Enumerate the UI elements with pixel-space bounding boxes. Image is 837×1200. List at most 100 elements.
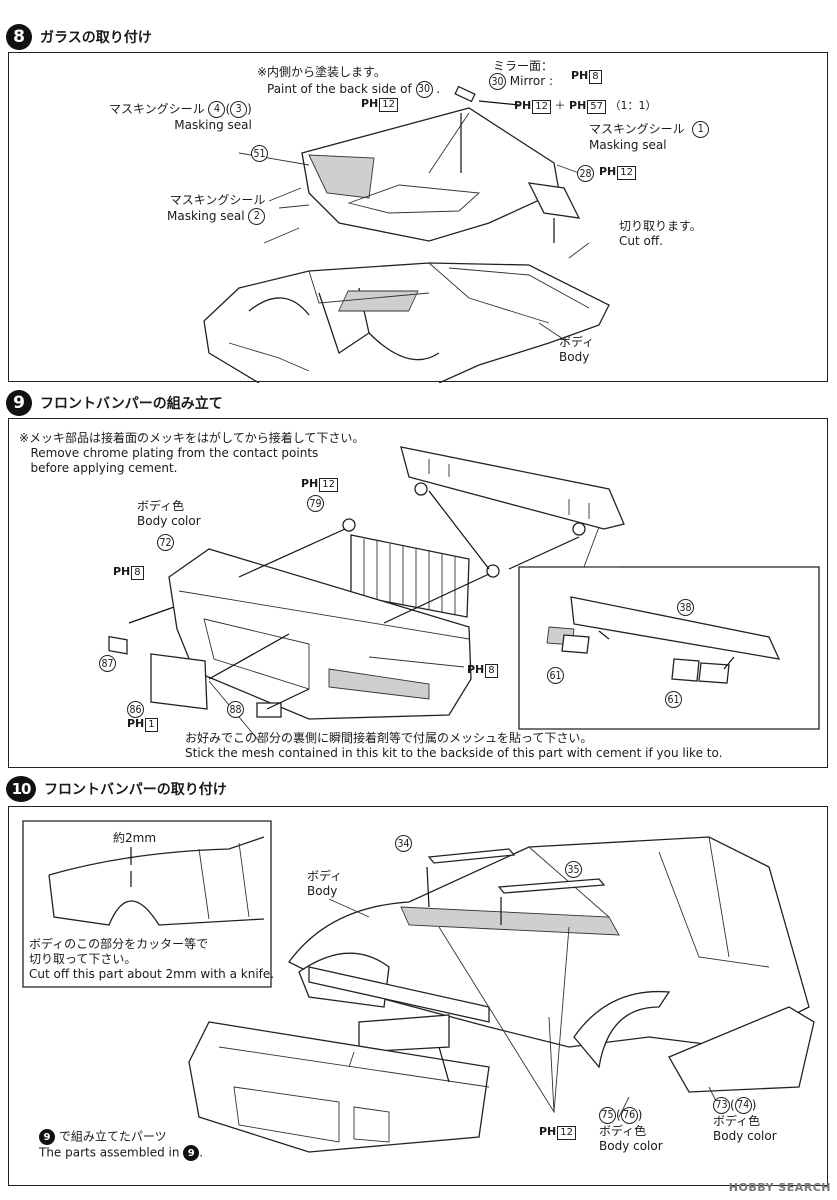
part-86: 86 <box>127 699 144 718</box>
ph-prefix: PH <box>514 99 532 112</box>
part-number: 61 <box>547 667 564 684</box>
note-en-2: before applying cement. <box>30 461 178 475</box>
body-color-jp: ボディ色 <box>137 499 185 513</box>
inset-cut-note: ボディのこの部分をカッター等で 切り取って下さい。 Cut off this p… <box>29 937 274 982</box>
part-number: 73 <box>713 1097 730 1114</box>
part-number: 51 <box>251 145 268 162</box>
part-79: 79 <box>307 493 324 512</box>
note-jp: ※メッキ部品は接着面のメッキをはがしてから接着して下さい。 <box>19 431 365 445</box>
step-ref: 9 <box>39 1129 55 1145</box>
mask-bottom: マスキングシール Masking seal 2 <box>167 193 266 225</box>
ph-prefix: PH <box>361 97 379 110</box>
step-8-header: 8 ガラスの取り付け <box>6 22 152 52</box>
part-34: 34 <box>395 833 412 852</box>
part-75-76: 75(76) ボディ色 Body color <box>599 1107 663 1153</box>
part-number: 38 <box>677 599 694 616</box>
part-number: 34 <box>395 835 412 852</box>
body-color-jp: ボディ色 <box>713 1114 761 1128</box>
part-number: 72 <box>157 534 174 551</box>
part-number: 61 <box>665 691 682 708</box>
mask-right: マスキングシール 1 Masking seal <box>589 121 710 153</box>
step-9-note: ※メッキ部品は接着面のメッキをはがしてから接着して下さい。 Remove chr… <box>19 431 364 476</box>
step-10-number: 10 <box>6 776 36 802</box>
body-label: ボディ Body <box>307 869 342 899</box>
ph-prefix: PH <box>599 165 617 178</box>
ph-number: 12 <box>617 166 637 180</box>
mirror-label: ミラー面： Mirror : <box>493 59 553 89</box>
cut-off-label: 切り取ります。 Cut off. <box>619 219 702 249</box>
part-number: 88 <box>227 701 244 718</box>
ph-number: 1 <box>145 718 158 732</box>
part-number: 2 <box>248 208 266 225</box>
ph-prefix: PH <box>127 717 145 730</box>
ph-number: 8 <box>131 566 144 580</box>
part-number: 35 <box>565 861 582 878</box>
mirror-jp: ミラー面： <box>493 59 554 73</box>
part-87: 87 <box>99 653 116 672</box>
step-9-title: フロントバンパーの組み立て <box>40 396 223 412</box>
part-88: 88 <box>227 699 244 718</box>
body-en: Body <box>307 884 338 898</box>
ph-number: 12 <box>319 478 339 492</box>
body-jp: ボディ <box>307 869 343 883</box>
step-9-header: 9 フロントバンパーの組み立て <box>6 388 223 418</box>
ph-prefix: PH <box>539 1125 557 1138</box>
mask-en: Masking seal <box>589 138 667 152</box>
note-en-text: Paint of the back side of <box>267 82 412 96</box>
mesh-en: Stick the mesh contained in this kit to … <box>185 746 723 760</box>
part-number: 28 <box>577 165 594 182</box>
cut-jp-1: ボディのこの部分をカッター等で <box>29 937 209 951</box>
cut-jp-2: 切り取って下さい。 <box>29 952 137 966</box>
part-number: 79 <box>307 495 324 512</box>
mask-jp: マスキングシール <box>169 193 266 207</box>
step-8-note-jp: ※内側から塗装します。 <box>257 65 386 79</box>
ph-number: 8 <box>485 664 498 678</box>
body-color-en: Body color <box>713 1129 777 1143</box>
part-number: 86 <box>127 701 144 718</box>
part-38: 38 <box>677 597 694 616</box>
mask-en: Masking seal <box>174 118 252 132</box>
body-color-en: Body color <box>137 514 201 528</box>
mirror-en: Mirror : <box>509 74 554 88</box>
part-number: 30 <box>415 81 433 98</box>
step-8-note-en: Paint of the back side of 30 . <box>267 81 441 98</box>
step-8-title: ガラスの取り付け <box>40 30 152 46</box>
part-61-right: 61 <box>665 689 682 708</box>
cut-en: Cut off this part about 2mm with a knife… <box>29 967 275 981</box>
mesh-jp: お好みでこの部分の裏側に瞬間接着剤等で付属のメッシュを貼って下さい。 <box>185 731 593 745</box>
ph-prefix: PH <box>301 477 319 490</box>
assembled-parts-label: 9 で組み立てたパーツ The parts assembled in 9. <box>39 1129 204 1161</box>
part-number: 4 <box>208 101 226 118</box>
step-9-number: 9 <box>6 390 32 416</box>
part-number: 30 <box>489 73 506 90</box>
mask-left: マスキングシール 4(3) Masking seal <box>109 101 252 132</box>
ph-prefix: PH <box>113 565 131 578</box>
part-number: 76 <box>620 1107 638 1124</box>
ph-prefix: PH <box>467 663 485 676</box>
step-8-illustration <box>203 85 610 383</box>
part-number: 74 <box>734 1097 752 1114</box>
part-number: 1 <box>692 121 710 138</box>
approx-2mm: 約2mm <box>113 831 157 845</box>
mask-jp: マスキングシール <box>589 122 685 136</box>
part-30: 30 <box>489 71 506 90</box>
step-ref: 9 <box>183 1145 200 1161</box>
ph-number: 57 <box>587 100 607 114</box>
assembled-jp: で組み立てたパーツ <box>58 1129 167 1144</box>
body-color-jp: ボディ色 <box>599 1124 647 1138</box>
step-10-title: フロントバンパーの取り付け <box>44 782 227 798</box>
ratio: （1：1） <box>609 99 657 112</box>
part-73-74: 73(74) ボディ色 Body color <box>713 1097 777 1143</box>
step-8-panel: ※内側から塗装します。 Paint of the back side of 30… <box>8 52 828 383</box>
step-10-illustration <box>22 820 815 1153</box>
body-jp: ボディ <box>559 335 595 349</box>
step-10-header: 10 フロントバンパーの取り付け <box>6 774 227 804</box>
